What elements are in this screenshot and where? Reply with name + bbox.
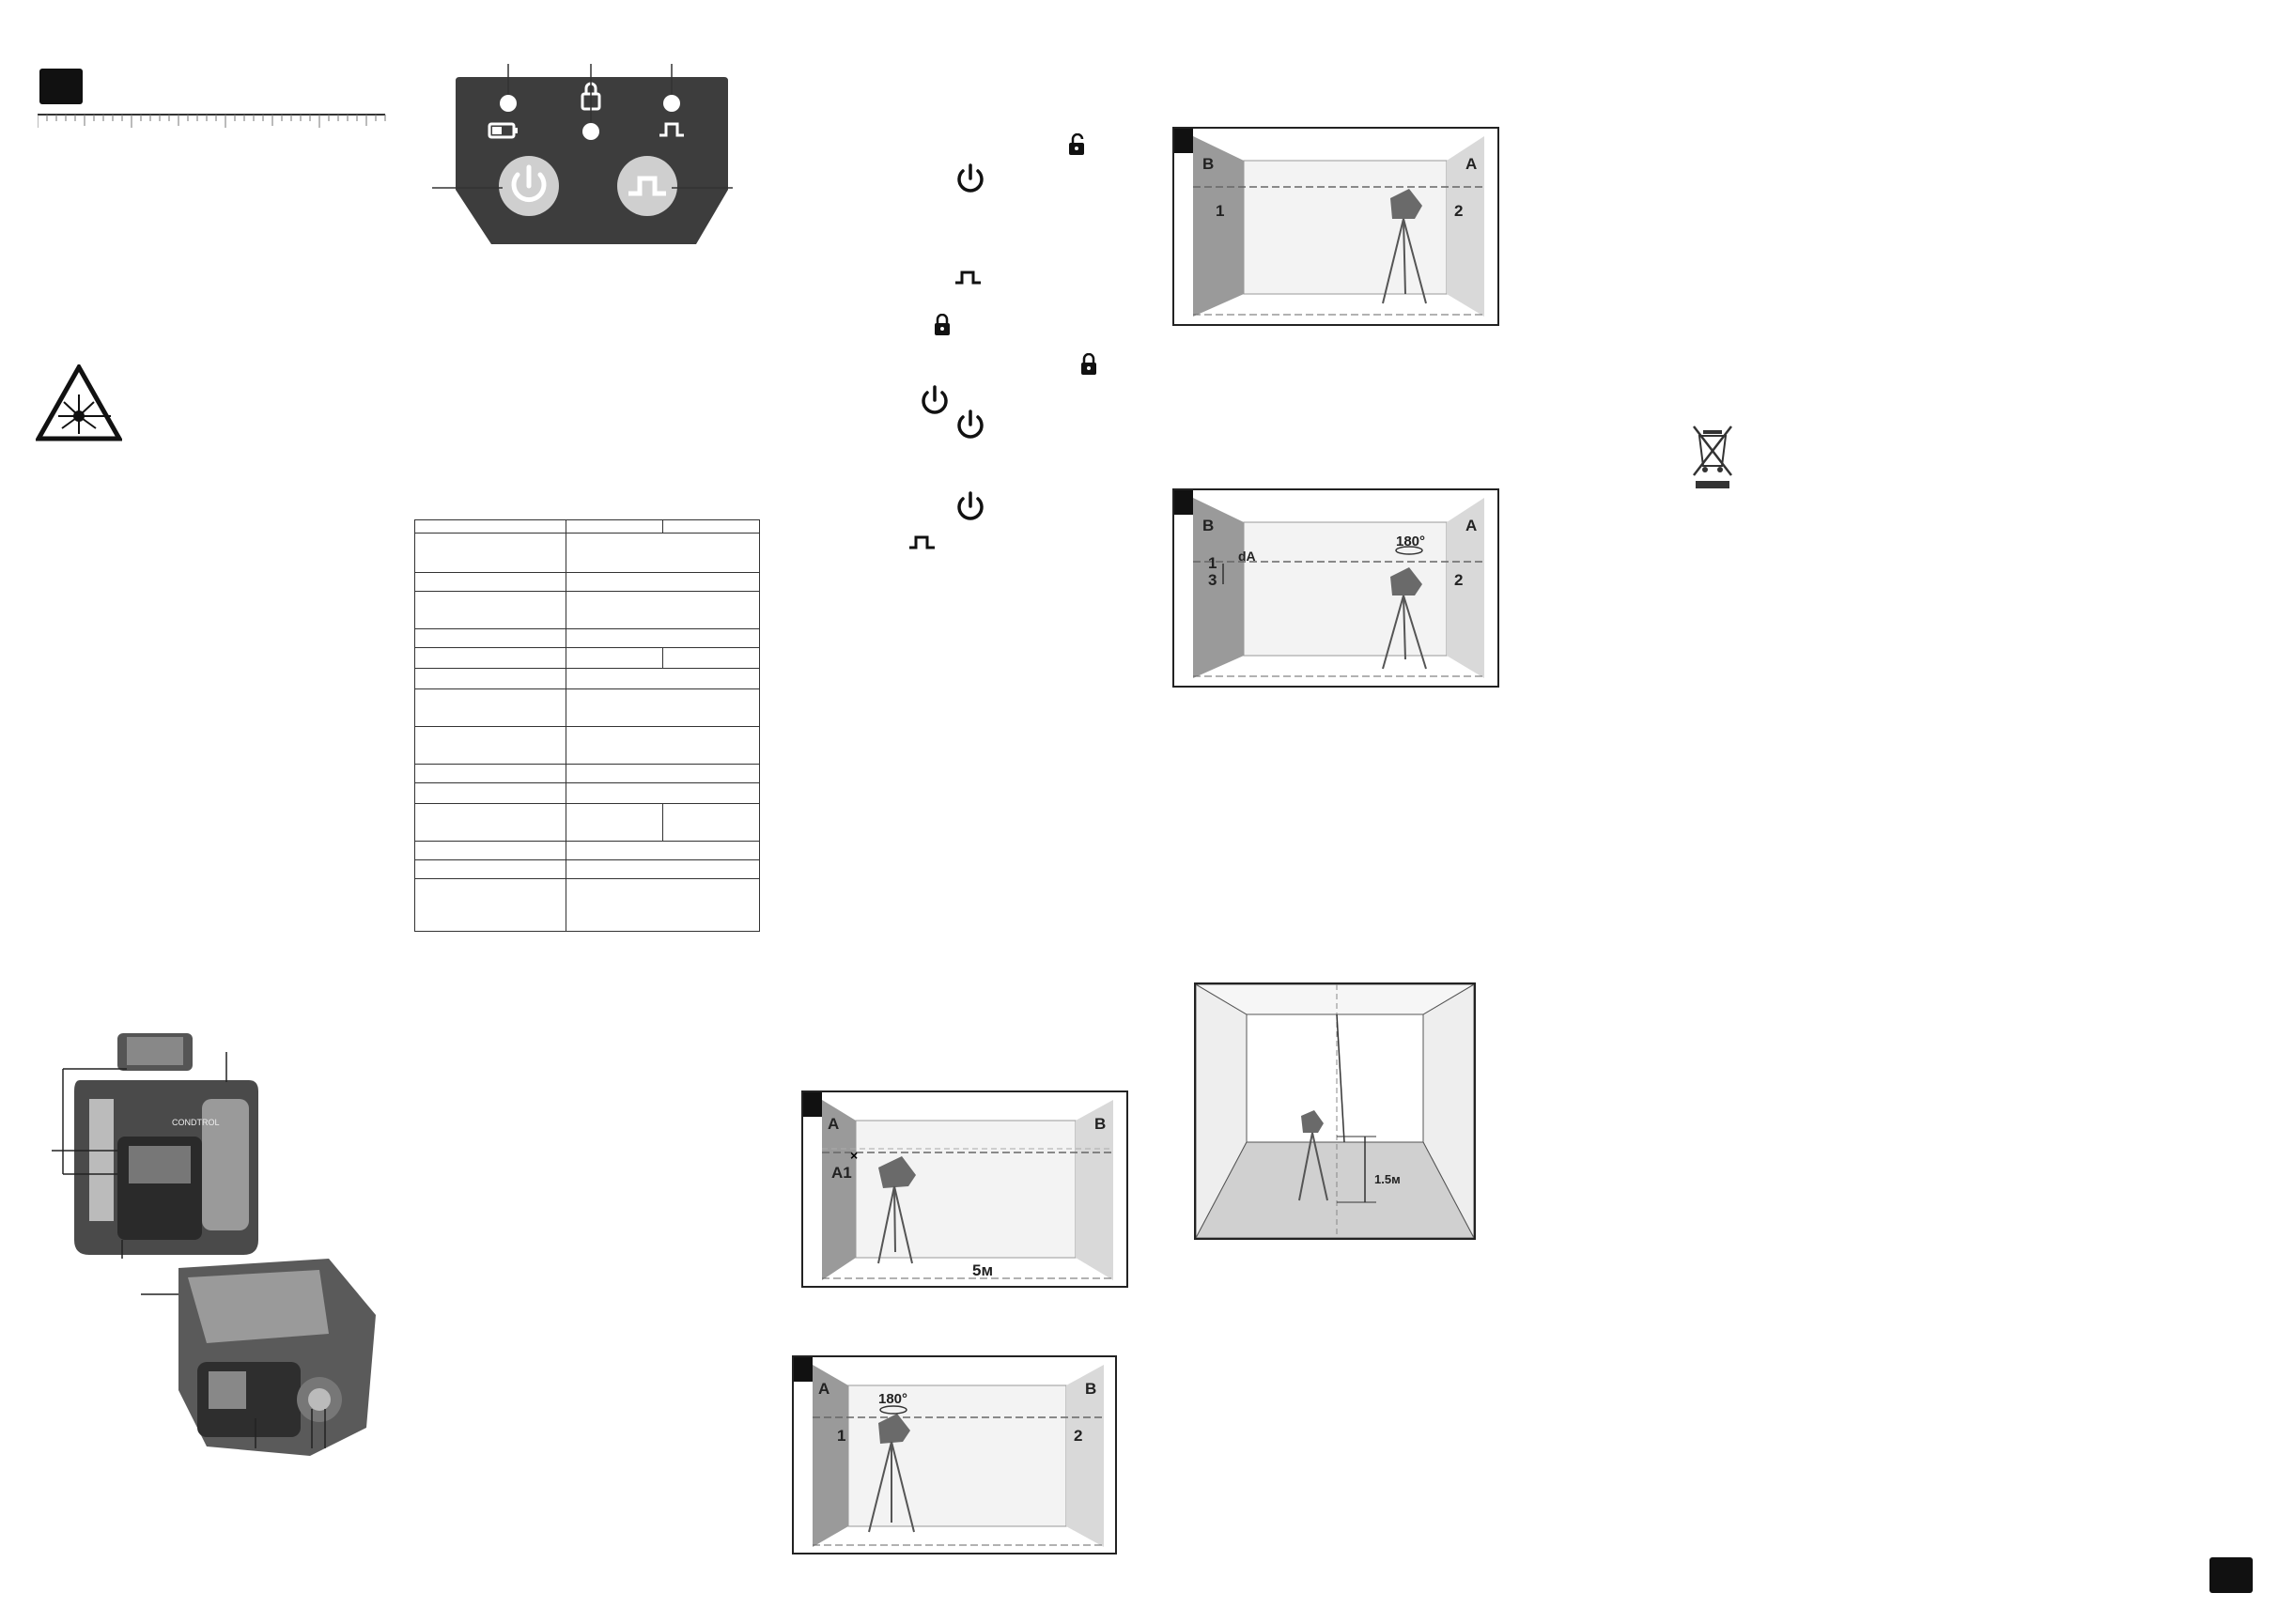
power-icon [922, 385, 948, 414]
ruler [38, 114, 386, 128]
mark-a1-label: A1 [831, 1164, 852, 1182]
mark-3-label: 3 [1208, 571, 1217, 589]
mark-2-label: 2 [1454, 202, 1464, 220]
product-image-tilted [141, 1259, 376, 1456]
mark-2-label: 2 [1074, 1427, 1083, 1445]
height-label: 1.5м [1374, 1172, 1401, 1186]
power-icon [957, 491, 984, 520]
figure-tab [1174, 490, 1193, 515]
figure-room-perspective: 1.5м [1194, 982, 1476, 1240]
panel-callout-lines [432, 64, 733, 189]
figure-calibration-4: B A 180° 1 3 dA 2 [1172, 488, 1499, 688]
mark-1-label: 1 [837, 1427, 846, 1445]
laser-warning-icon [36, 364, 122, 441]
figure-tab [794, 1357, 813, 1382]
pulse-icon [909, 535, 935, 549]
lock-icon [935, 314, 950, 335]
power-icon [957, 410, 984, 439]
figure-calibration-1: × A B A1 5м [801, 1090, 1128, 1288]
figure-tab [803, 1092, 822, 1117]
wall-a-label: A [828, 1115, 840, 1133]
mark-da-label: dA [1238, 549, 1256, 564]
wall-a-label: A [1465, 155, 1478, 173]
figure-calibration-2: A B 180° 1 2 [792, 1355, 1117, 1554]
wall-b-label: B [1202, 517, 1215, 534]
svg-text:×: × [850, 1148, 858, 1163]
mark-2-label: 2 [1454, 571, 1464, 589]
lock-icon [1081, 353, 1096, 375]
wall-b-label: B [1202, 155, 1215, 173]
rotation-label: 180° [878, 1391, 908, 1407]
weee-bin-icon [1693, 425, 1732, 488]
wall-a-label: A [818, 1380, 830, 1398]
power-icon [957, 163, 984, 193]
spec-table [414, 519, 760, 932]
figure-calibration-3: B A 1 2 [1172, 127, 1499, 326]
lock-open-icon [1069, 133, 1084, 155]
distance-label: 5м [972, 1261, 994, 1279]
wall-b-label: B [1094, 1115, 1107, 1133]
rotation-label: 180° [1396, 534, 1426, 549]
section-tab-top-left [39, 69, 83, 104]
wall-a-label: A [1465, 517, 1478, 534]
mark-1-label: 1 [1216, 202, 1225, 220]
product-image-upright: CONDTROL [52, 1033, 258, 1259]
section-tab-bottom-right [2209, 1557, 2253, 1593]
figure-tab [1174, 129, 1193, 153]
mark-1-label: 1 [1208, 554, 1217, 572]
pulse-icon [955, 271, 981, 285]
svg-text:CONDTROL: CONDTROL [172, 1118, 220, 1127]
wall-b-label: B [1085, 1380, 1097, 1398]
